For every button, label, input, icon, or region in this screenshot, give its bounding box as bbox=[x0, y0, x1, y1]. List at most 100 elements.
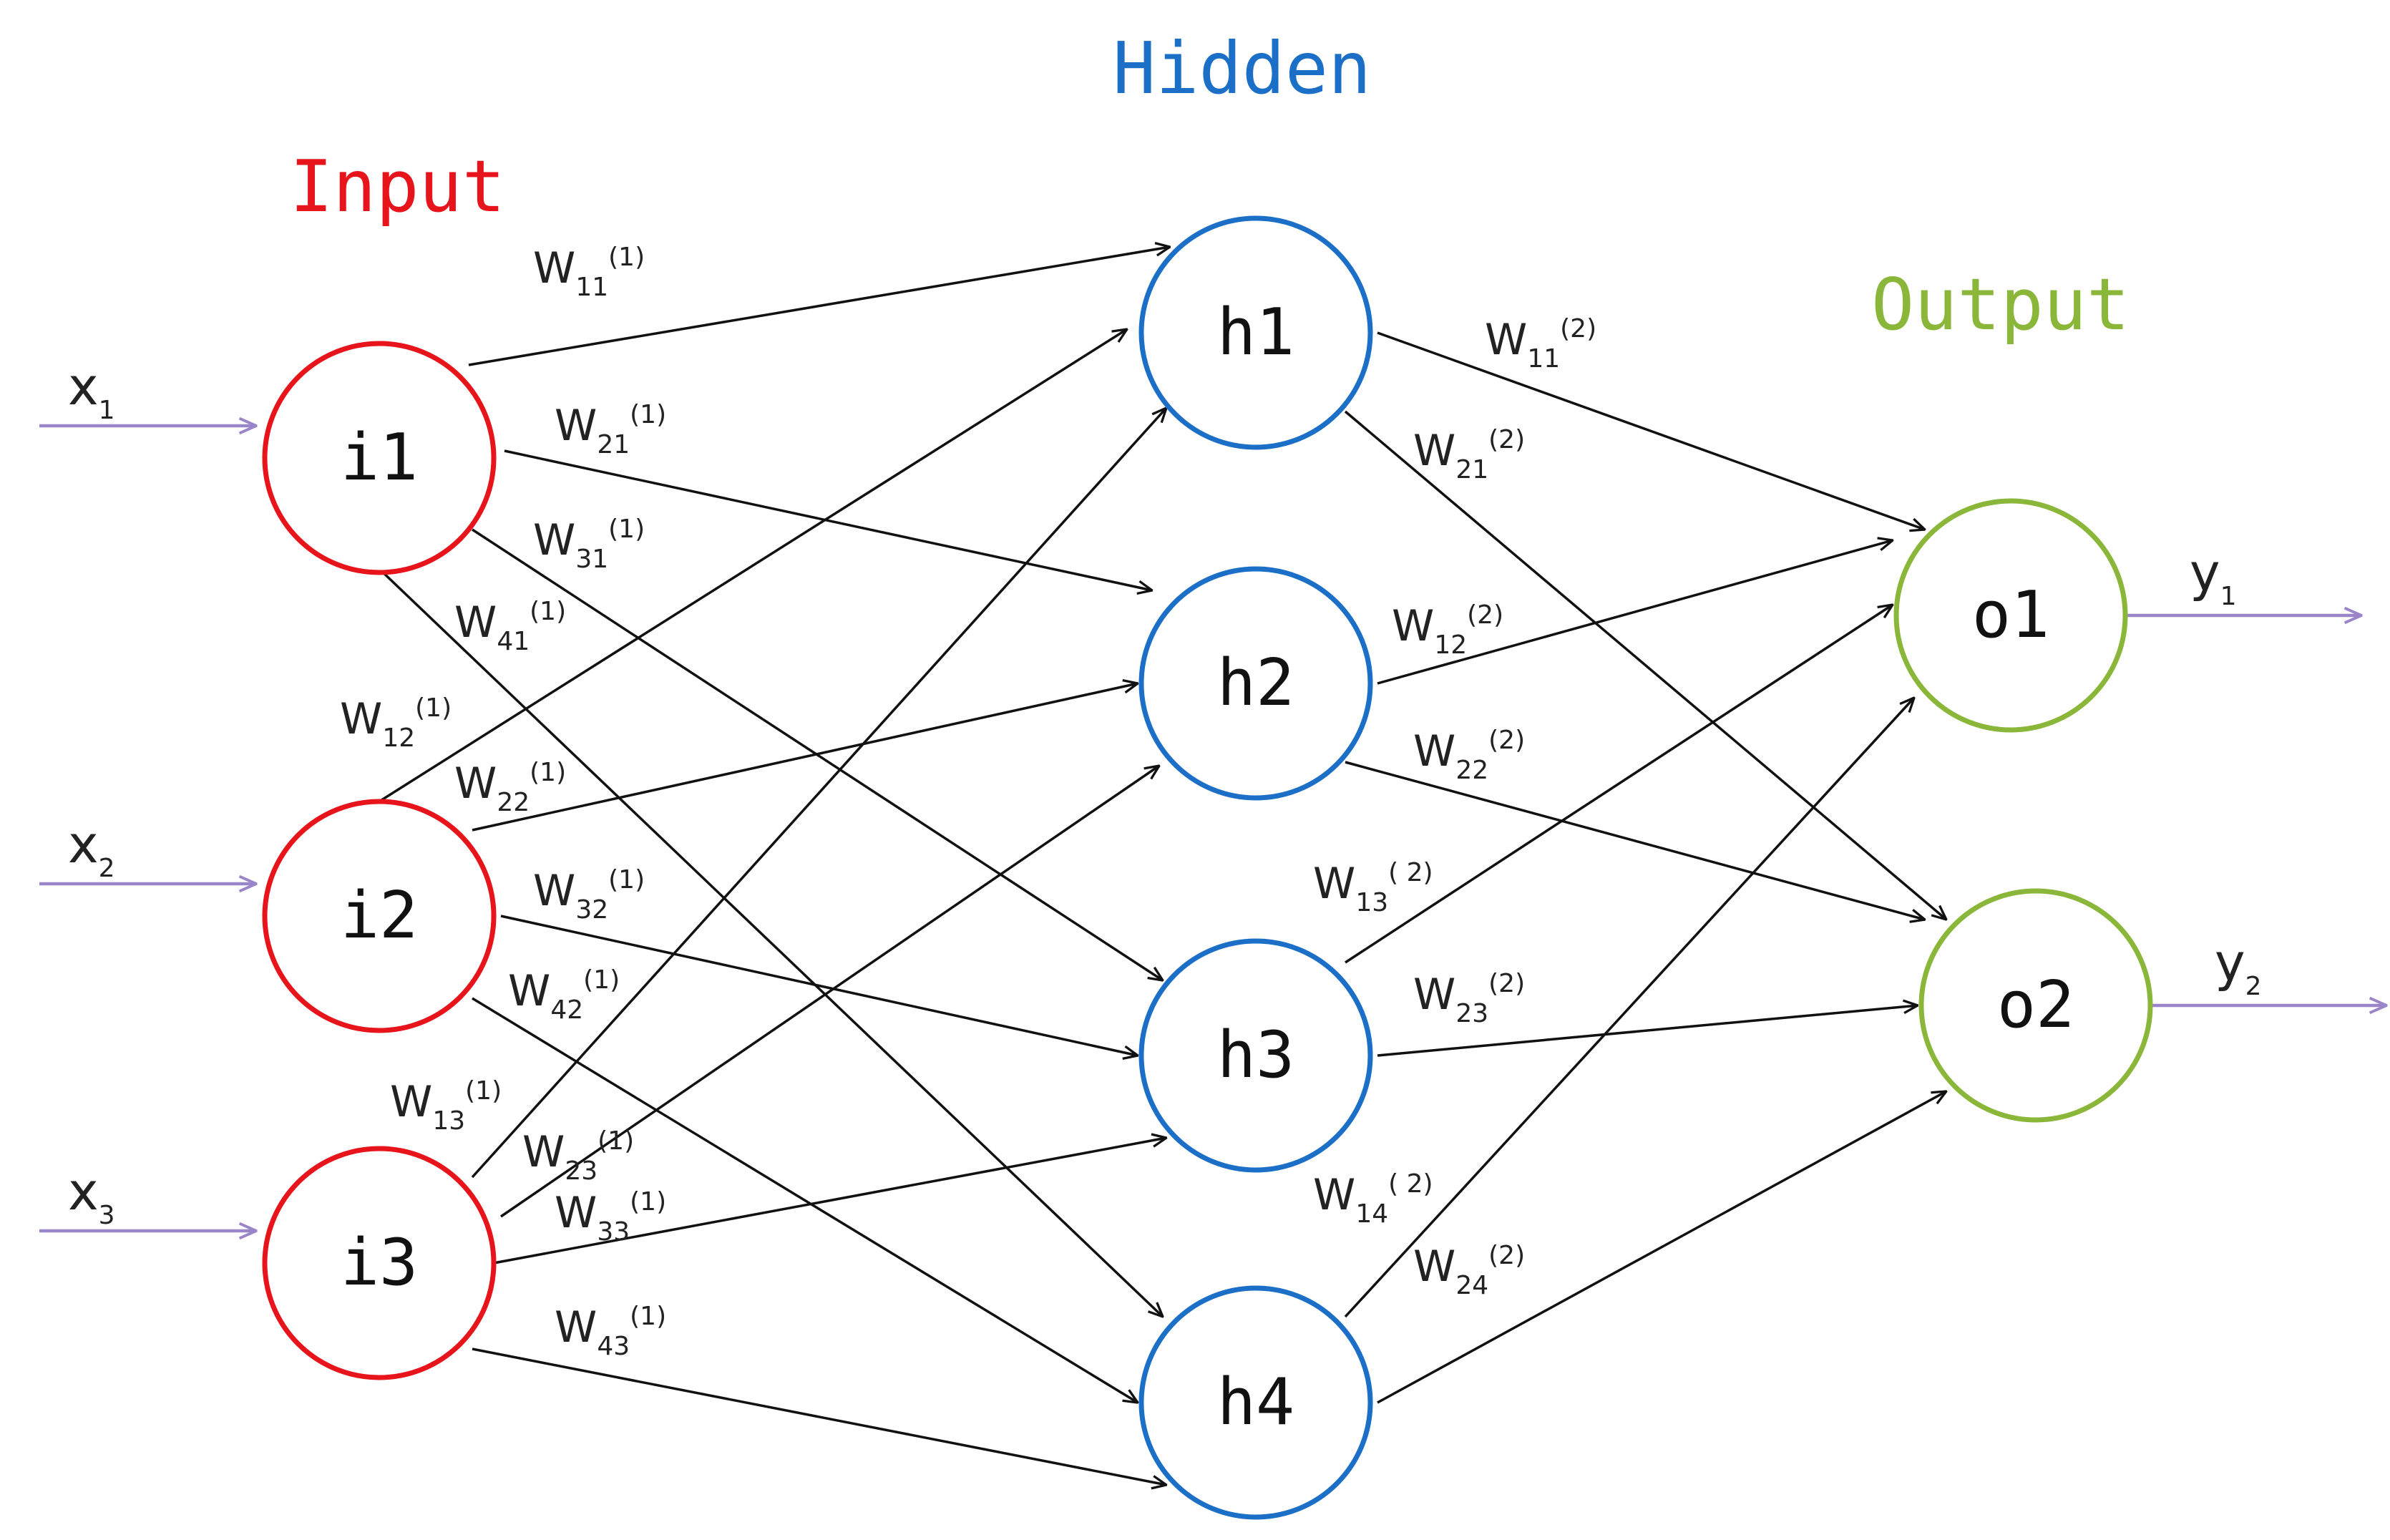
input-subscript: 3 bbox=[99, 1201, 115, 1230]
weight-base: W bbox=[1313, 859, 1355, 909]
weight-subscript: 43 bbox=[597, 1332, 630, 1361]
weight-subscript: 11 bbox=[575, 273, 608, 302]
weight-label-h4-o2: W24(2) bbox=[1413, 1241, 1525, 1300]
input-base: x bbox=[68, 1161, 99, 1222]
weights-layer: W11(1)W21(1)W31(1)W41(1)W12(1)W22(1)W32(… bbox=[340, 243, 1596, 1361]
weight-superscript: (1) bbox=[630, 1302, 666, 1331]
weight-subscript: 22 bbox=[1455, 756, 1488, 785]
weight-superscript: (1) bbox=[415, 693, 452, 723]
weight-subscript: 23 bbox=[1455, 999, 1488, 1028]
edge-i2-h4 bbox=[472, 997, 1138, 1403]
weight-label-h4-o1: W14( 2) bbox=[1313, 1169, 1433, 1229]
weight-base: W bbox=[508, 966, 550, 1016]
weight-base: W bbox=[1313, 1170, 1355, 1220]
weight-subscript: 41 bbox=[497, 627, 530, 656]
input-label-x1: x1 bbox=[68, 356, 115, 425]
node-h3: h3 bbox=[1138, 938, 1373, 1173]
weight-base: W bbox=[522, 1127, 565, 1177]
node-label: h2 bbox=[1217, 645, 1294, 721]
node-circle bbox=[262, 1146, 497, 1380]
node-i2: i2 bbox=[262, 799, 497, 1033]
input-layer-title: Input bbox=[290, 145, 505, 228]
input-base: x bbox=[68, 814, 99, 874]
node-h1: h1 bbox=[1138, 215, 1373, 450]
weight-label-i1-h1: W11(1) bbox=[533, 243, 645, 302]
node-o2: o2 bbox=[1918, 888, 2153, 1123]
edge-h4-o2 bbox=[1377, 1091, 1946, 1404]
weight-subscript: 42 bbox=[550, 995, 583, 1025]
edge-h2-o2 bbox=[1345, 761, 1925, 920]
output-subscript: 2 bbox=[2245, 972, 2262, 1001]
node-o1: o1 bbox=[1893, 498, 2128, 733]
weight-subscript: 13 bbox=[1355, 888, 1388, 917]
edge-h1-o2 bbox=[1344, 410, 1946, 920]
weight-superscript: (1) bbox=[608, 243, 645, 272]
weight-label-h3-o2: W23(2) bbox=[1413, 969, 1525, 1028]
edge-i2-h2 bbox=[472, 683, 1138, 832]
node-label: h3 bbox=[1217, 1018, 1294, 1093]
weight-base: W bbox=[1392, 601, 1434, 651]
node-circle bbox=[262, 341, 497, 575]
node-circle bbox=[1138, 1285, 1373, 1520]
node-circle bbox=[1138, 215, 1373, 450]
node-label: h4 bbox=[1217, 1365, 1294, 1440]
weight-subscript: 22 bbox=[497, 788, 530, 817]
edge-h2-o1 bbox=[1377, 540, 1893, 685]
node-circle bbox=[1138, 938, 1373, 1173]
weight-label-i2-h1: W12(1) bbox=[340, 693, 452, 753]
weight-label-i2-h3: W32(1) bbox=[533, 865, 645, 925]
weight-base: W bbox=[555, 1302, 597, 1353]
weight-subscript: 12 bbox=[1434, 630, 1467, 660]
weight-label-h3-o1: W13( 2) bbox=[1313, 858, 1433, 917]
weight-subscript: 13 bbox=[432, 1106, 465, 1136]
weight-subscript: 21 bbox=[1455, 455, 1488, 484]
node-circle bbox=[1918, 888, 2153, 1123]
edge-h3-o1 bbox=[1345, 605, 1893, 964]
weight-superscript: (2) bbox=[1488, 969, 1525, 998]
weight-superscript: (2) bbox=[1488, 726, 1525, 755]
weight-superscript: (2) bbox=[1560, 314, 1596, 343]
weight-label-i1-h3: W31(1) bbox=[533, 515, 645, 574]
weight-superscript: (1) bbox=[530, 758, 566, 787]
weight-label-h1-o1: W11(2) bbox=[1485, 314, 1596, 374]
weight-superscript: (2) bbox=[1488, 1241, 1525, 1270]
weight-base: W bbox=[454, 598, 497, 648]
output-label-y2: y2 bbox=[2215, 932, 2262, 1001]
weight-base: W bbox=[1485, 315, 1527, 365]
weight-base: W bbox=[1413, 726, 1455, 776]
node-label: i3 bbox=[341, 1225, 418, 1300]
weight-subscript: 14 bbox=[1355, 1199, 1388, 1229]
edge-i3-h3 bbox=[493, 1138, 1166, 1264]
edge-h4-o1 bbox=[1344, 698, 1914, 1318]
input-subscript: 2 bbox=[99, 854, 115, 883]
output-layer-title: Output bbox=[1871, 263, 2130, 346]
weight-superscript: (1) bbox=[530, 597, 566, 626]
input-subscript: 1 bbox=[99, 396, 115, 425]
output-base: y bbox=[2190, 542, 2220, 603]
weight-base: W bbox=[533, 866, 575, 916]
weight-label-h1-o2: W21(2) bbox=[1413, 425, 1525, 484]
output-subscript: 1 bbox=[2220, 582, 2237, 611]
weight-label-i1-h2: W21(1) bbox=[555, 400, 666, 459]
weight-superscript: (1) bbox=[608, 515, 645, 544]
weight-subscript: 11 bbox=[1527, 344, 1560, 374]
node-i1: i1 bbox=[262, 341, 497, 575]
nodes-layer: i1 i2 i3 h1 h2 h3 h4 o1 o2 bbox=[262, 215, 2153, 1520]
weight-label-i2-h4: W42(1) bbox=[508, 965, 620, 1025]
weight-subscript: 33 bbox=[597, 1217, 630, 1247]
weight-superscript: (2) bbox=[1467, 600, 1503, 630]
weight-superscript: ( 2) bbox=[1388, 858, 1433, 887]
weight-subscript: 32 bbox=[575, 895, 608, 925]
weight-superscript: (1) bbox=[598, 1126, 634, 1156]
weight-base: W bbox=[454, 759, 497, 809]
weight-superscript: (1) bbox=[583, 965, 620, 995]
node-h4: h4 bbox=[1138, 1285, 1373, 1520]
weight-label-h2-o2: W22(2) bbox=[1413, 726, 1525, 785]
input-label-x2: x2 bbox=[68, 814, 115, 883]
node-circle bbox=[262, 799, 497, 1033]
weight-superscript: (2) bbox=[1488, 425, 1525, 454]
weight-label-h2-o1: W12(2) bbox=[1392, 600, 1503, 660]
weight-base: W bbox=[555, 1188, 597, 1238]
